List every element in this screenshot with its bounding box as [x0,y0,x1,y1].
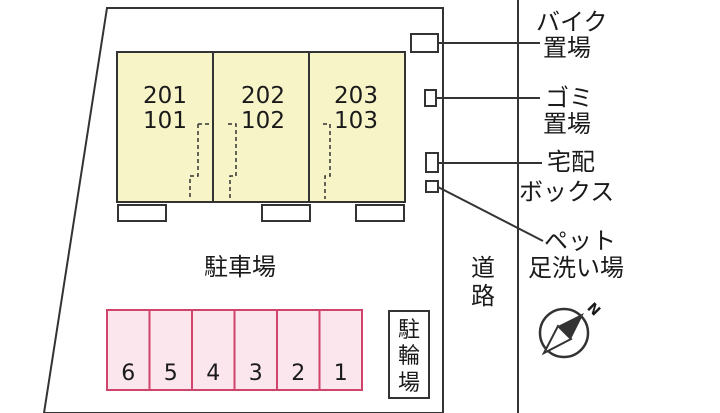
parking-space-number-6: 6 [121,361,135,386]
bicycle-label-char1: 駐 [398,318,420,343]
bike-label-line2: 置場 [543,34,591,62]
garbage-box [424,89,437,107]
delivery-box [425,152,439,173]
parking-space-number-1: 1 [334,361,348,386]
unit-number-203: 203 [334,83,378,109]
entrance-step-2 [261,204,311,222]
unit-number-102: 102 [241,108,285,134]
parking-spaces: 6 5 4 3 2 1 [106,309,363,391]
pet-wash-box [425,180,439,193]
delivery-label-line2: ボックス [519,178,614,206]
pet-leader-line [437,186,544,242]
parking-space-5 [148,309,193,391]
stair-outline-1a [189,124,199,199]
road-label-char1: 道 [471,254,495,282]
bicycle-parking-box [388,310,430,399]
parking-space-3 [233,309,278,391]
bicycle-label-char2: 輪 [398,344,420,369]
unit-number-202: 202 [241,83,285,109]
stair-outline-2 [228,123,237,199]
north-arrow-icon: N [538,300,603,359]
parking-space-2 [276,309,321,391]
delivery-label-line1: 宅配 [547,148,595,176]
entrance-step-1 [117,204,167,222]
garbage-label-line1: ゴミ [545,84,593,112]
parking-space-number-4: 4 [206,361,220,386]
parking-space-4 [191,309,236,391]
unit-number-201: 201 [143,83,187,109]
unit-number-103: 103 [334,108,378,134]
building: 201 101 202 102 203 103 [116,51,406,203]
bicycle-label-char3: 場 [398,371,420,396]
entrance-step-3 [355,204,405,222]
parking-label: 駐車場 [204,253,276,281]
pet-label-line2: 足洗い場 [528,254,624,282]
parking-space-number-5: 5 [164,361,178,386]
compass-letter: N [583,300,603,320]
unit-number-101: 101 [143,108,187,134]
road-label-char2: 路 [471,282,495,310]
pet-label-line1: ペット [544,227,616,255]
parking-space-1 [318,309,363,391]
unit-block-1 [116,51,214,203]
bike-parking-box [410,33,439,53]
stair-outline-3 [323,123,331,199]
bike-label-line1: バイク [536,8,608,36]
parking-space-number-2: 2 [291,361,305,386]
parking-space-6 [106,309,151,391]
compass-needle-south [541,324,573,356]
parking-space-number-3: 3 [249,361,263,386]
garbage-label-line2: 置場 [543,110,591,138]
